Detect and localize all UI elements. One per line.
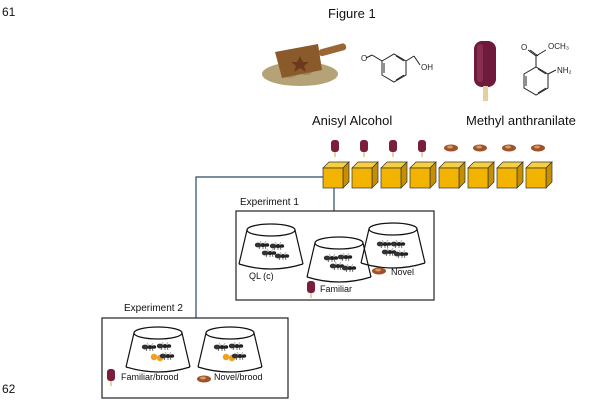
novel-brood-seed-icon	[197, 375, 211, 383]
figure-title: Figure 1	[328, 6, 376, 21]
amine-group-label: NH₂	[557, 66, 572, 75]
grape-popsicle-icon	[474, 41, 496, 101]
methoxy-o-atom: O	[361, 54, 367, 63]
cube-7	[496, 161, 524, 189]
experiment2-label: Experiment 2	[124, 303, 183, 314]
cube-2	[351, 161, 379, 189]
arena-novel-brood	[197, 326, 263, 373]
connector-lines	[195, 176, 335, 318]
cube-8	[525, 161, 553, 189]
popsicle-icon	[360, 140, 368, 157]
arena-label-novel: Novel	[391, 267, 415, 277]
cube-1	[322, 161, 350, 189]
ester-group-label: OCH₃	[548, 42, 569, 51]
line-number-top: 61	[2, 5, 16, 19]
cube-3	[380, 161, 408, 189]
popsicle-icon	[389, 140, 397, 157]
arena-label-ql: QL (c)	[249, 271, 274, 281]
cube-row-icons	[331, 140, 545, 157]
cube-6	[467, 161, 495, 189]
seed-icon	[473, 144, 487, 152]
carbonyl-o-atom: O	[521, 43, 527, 52]
anise-scoop-icon	[262, 43, 347, 86]
familiar-popsicle-icon	[307, 281, 315, 298]
line-number-bottom: 62	[2, 382, 16, 396]
seed-icon	[444, 144, 458, 152]
methyl-anthranilate-label: Methyl anthranilate	[466, 113, 576, 128]
cube-row	[322, 161, 553, 189]
popsicle-icon	[331, 140, 339, 157]
anisyl-group-label: OH	[421, 63, 433, 72]
experiment2-box	[101, 317, 289, 399]
seed-icon	[502, 144, 516, 152]
arena-label-familiar: Familiar	[320, 284, 353, 294]
cube-5	[438, 161, 466, 189]
seed-icon	[531, 144, 545, 152]
familiar-brood-popsicle-icon	[107, 369, 115, 386]
experiment1-box	[235, 210, 435, 301]
cube-4	[409, 161, 437, 189]
brood-group	[150, 353, 236, 362]
arena-label-novel-brood: Novel/brood	[214, 372, 263, 382]
popsicle-icon	[418, 140, 426, 157]
experiment1-label: Experiment 1	[240, 197, 299, 208]
anisyl-alcohol-label: Anisyl Alcohol	[312, 113, 393, 128]
anisyl-alcohol-structure	[365, 53, 421, 83]
methyl-anthranilate-structure	[523, 49, 557, 96]
novel-seed-icon	[372, 267, 386, 275]
arena-familiar-brood	[125, 326, 191, 373]
arena-label-familiar-brood: Familiar/brood	[121, 372, 179, 382]
